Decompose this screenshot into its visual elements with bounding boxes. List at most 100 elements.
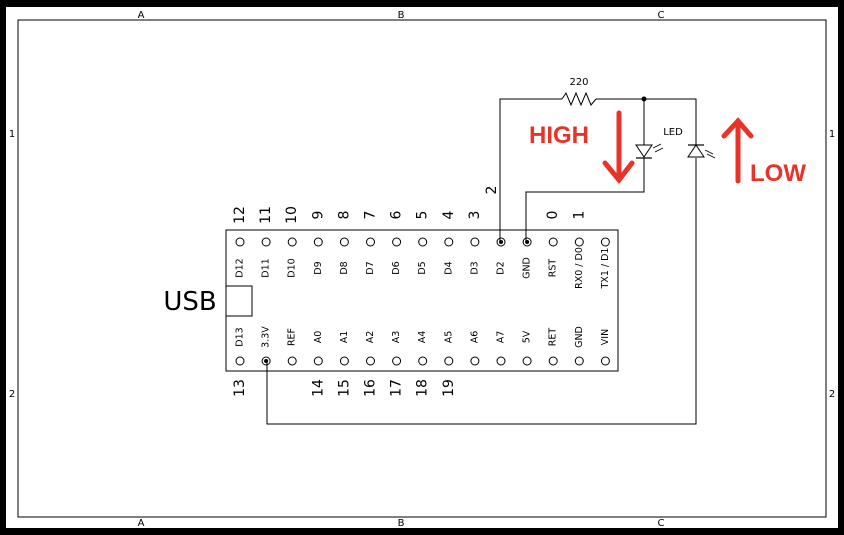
- bottom-pin-label: A4: [417, 331, 428, 344]
- top-pin-1: [261, 237, 271, 247]
- bottom-pin-7: [418, 356, 428, 366]
- bottom-pin-number: 16: [363, 379, 379, 397]
- col-label-c-bottom: C: [658, 518, 665, 529]
- wire-resistor-to-node: [596, 98, 697, 145]
- top-pin-number: 10: [284, 206, 300, 224]
- top-pin-number: 12: [232, 206, 248, 224]
- top-pin-label: D9: [313, 261, 324, 274]
- resistor-value-label: 220: [569, 77, 588, 88]
- high-label: HIGH: [529, 122, 589, 149]
- row-label-1-left: 1: [9, 129, 15, 140]
- top-pin-6: [392, 237, 402, 247]
- top-pin-number: 7: [363, 211, 379, 220]
- bottom-pin-8: [444, 356, 454, 366]
- bottom-pin-label: D13: [235, 327, 246, 346]
- resistor-220: [561, 91, 597, 107]
- top-pin-label: D3: [469, 261, 480, 274]
- top-pin-number: 9: [310, 211, 326, 220]
- top-pin-label: D11: [261, 258, 272, 277]
- bottom-pin-label: A2: [365, 331, 376, 344]
- row-label-2-right: 2: [829, 389, 835, 400]
- row-label-2-left: 2: [9, 389, 15, 400]
- row-label-1-right: 1: [829, 129, 835, 140]
- bottom-pin-13: [574, 356, 584, 366]
- wire-d2-to-resistor: [499, 98, 562, 242]
- drawing-border: [17, 19, 827, 518]
- annotations: HIGH LOW: [529, 110, 806, 187]
- bottom-pin-11: [522, 356, 532, 366]
- top-pin-label: TX1 / D1: [600, 248, 611, 290]
- bottom-pin-label: A1: [339, 331, 350, 344]
- col-label-a-top: A: [138, 10, 145, 21]
- low-label: LOW: [750, 160, 806, 187]
- top-pin-0: [235, 237, 245, 247]
- top-pin-number: 5: [415, 211, 431, 220]
- bottom-pin-number: 14: [310, 379, 326, 397]
- col-label-c-top: C: [658, 10, 665, 21]
- bottom-pin-14: [600, 356, 610, 366]
- arduino-board: [225, 229, 619, 372]
- bottom-pin-5: [366, 356, 375, 366]
- wire-led2-to-3v3: [266, 158, 697, 425]
- top-pin-label: D7: [365, 261, 376, 274]
- bottom-pin-label: REF: [287, 328, 298, 346]
- top-pin-14: [600, 237, 610, 247]
- bottom-pin-label: A6: [469, 331, 480, 344]
- wire-led-to-gnd: [525, 158, 645, 242]
- top-pin-2: [287, 237, 297, 247]
- bottom-pin-2: [287, 356, 297, 366]
- bottom-pin-0: [235, 356, 245, 366]
- top-pin-number: 3: [467, 211, 483, 220]
- bottom-pin-label: 5V: [522, 330, 533, 343]
- col-label-b-top: B: [398, 10, 405, 21]
- top-pin-label: D12: [235, 258, 246, 277]
- bottom-pin-3: [313, 356, 323, 366]
- junction-node: [641, 96, 647, 102]
- top-pin-number: 0: [545, 211, 561, 220]
- bottom-pin-label: A0: [313, 331, 324, 344]
- top-pin-label: D10: [287, 258, 298, 277]
- top-pin-7: [418, 237, 428, 247]
- led-1: [635, 143, 664, 159]
- top-pin-5: [366, 237, 375, 247]
- bottom-pin-number: 15: [336, 379, 352, 397]
- bottom-pin-12: [548, 356, 558, 366]
- wires: [266, 98, 697, 425]
- bottom-pin-label: A3: [391, 331, 402, 344]
- usb-label: USB: [163, 287, 216, 317]
- bottom-pin-10: [496, 356, 506, 366]
- top-pin-number: 1: [571, 211, 587, 220]
- col-label-a-bottom: A: [138, 518, 145, 529]
- bottom-pin-6: [392, 356, 402, 366]
- bottom-pin-number: 13: [232, 379, 248, 397]
- top-pin-number: 4: [441, 210, 457, 219]
- top-pin-9: [470, 237, 480, 247]
- top-pin-label: D8: [339, 261, 350, 274]
- top-pin-4: [339, 237, 349, 247]
- top-pin-12: [548, 237, 558, 247]
- top-pin-label: RST: [548, 259, 559, 278]
- led-label: LED: [663, 127, 683, 138]
- bottom-pin-label: A7: [496, 331, 507, 344]
- grid-references: A B C A B C 1 2 1 2: [9, 10, 835, 529]
- top-pin-number: 11: [258, 206, 274, 224]
- low-arrow-icon: [721, 117, 754, 184]
- top-pin-label: RX0 / D0: [574, 247, 585, 289]
- top-pin-13: [574, 237, 584, 247]
- top-pin-label: D6: [391, 261, 402, 274]
- top-pin-label: GND: [522, 257, 533, 279]
- col-label-b-bottom: B: [398, 518, 405, 529]
- bottom-pin-number: 18: [415, 379, 431, 397]
- d2-pin-number: 2: [484, 186, 500, 195]
- high-arrow-icon: [602, 110, 635, 185]
- top-pin-3: [313, 237, 323, 247]
- top-pin-number: 8: [336, 211, 352, 220]
- bottom-pin-number: 17: [389, 379, 405, 397]
- top-pin-label: D4: [443, 261, 454, 274]
- bottom-pin-4: [339, 356, 349, 366]
- led-2: [687, 144, 716, 159]
- usb-connector: [225, 285, 253, 317]
